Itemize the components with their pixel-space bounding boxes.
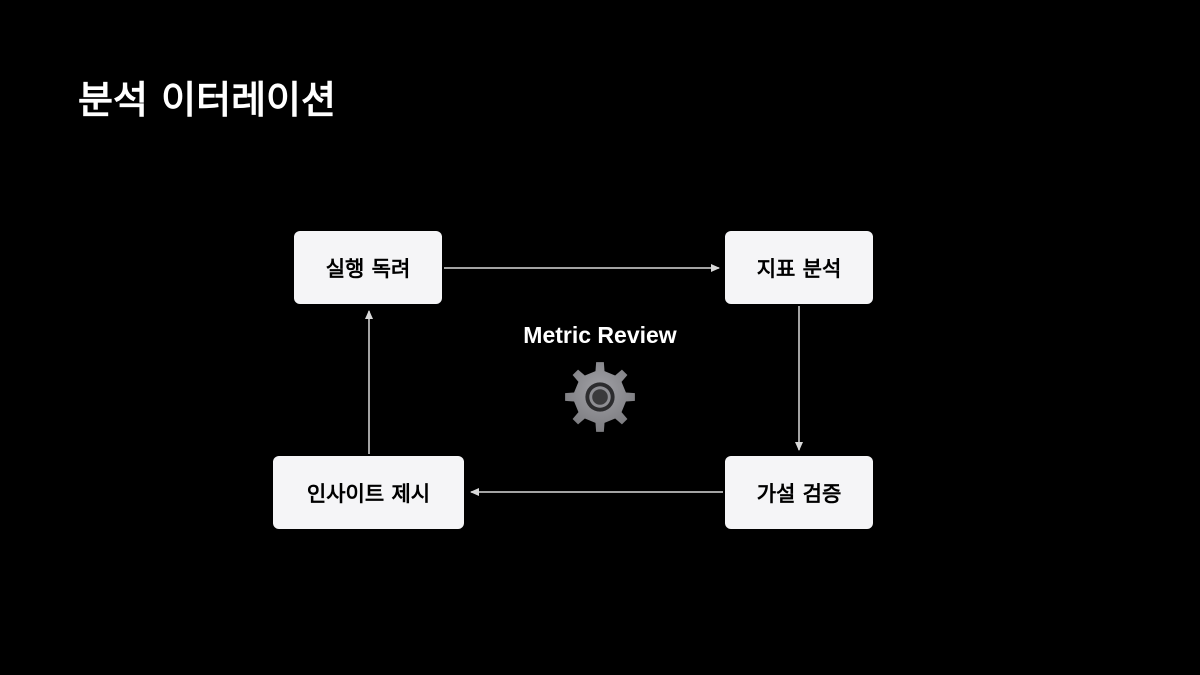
node-label: 지표 분석 [756,256,842,281]
node-label: 가설 검증 [756,481,842,506]
node-hypothesis-verify: 가설 검증 [725,456,873,529]
node-metric-analysis: 지표 분석 [725,231,873,304]
page-title: 분석 이터레이션 [78,78,336,122]
node-label: 실행 독려 [325,256,411,281]
node-insight-present: 인사이트 제시 [273,456,464,529]
node-label: 인사이트 제시 [306,481,431,506]
gear-icon [565,362,635,432]
node-execute-encourage: 실행 독려 [294,231,442,304]
center-label: Metric Review [523,322,677,348]
